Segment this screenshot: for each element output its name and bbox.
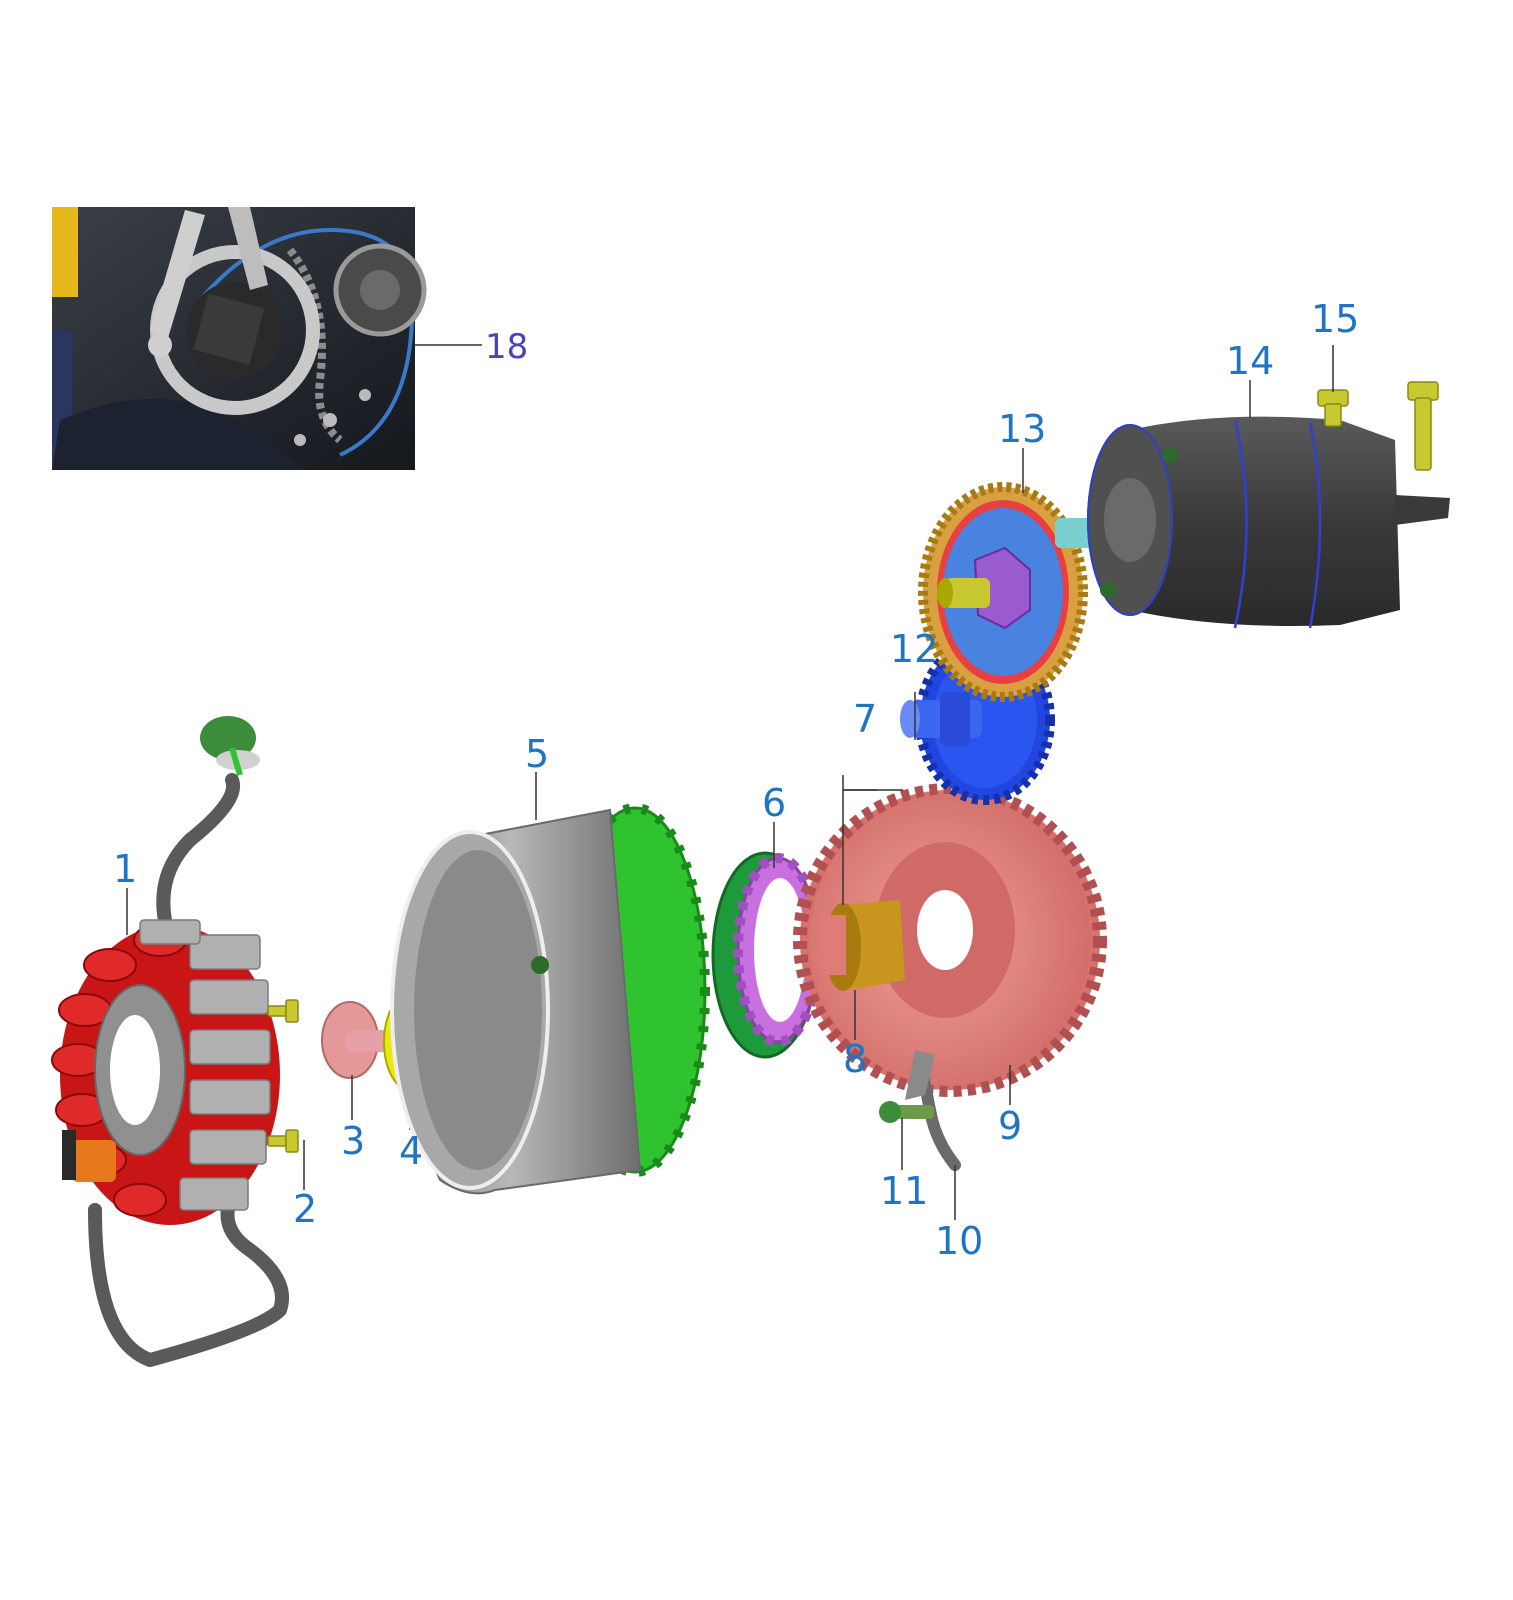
callout-1: 1 — [113, 847, 138, 891]
callout-7: 7 — [853, 697, 878, 741]
callout-11: 11 — [880, 1169, 929, 1213]
callout-15: 15 — [1311, 297, 1360, 341]
callout-14: 14 — [1226, 339, 1275, 383]
callout-5: 5 — [525, 732, 550, 776]
callout-13: 13 — [998, 407, 1047, 451]
stator — [51, 716, 289, 1367]
callout-10: 10 — [935, 1219, 984, 1263]
driven-gear — [793, 783, 1107, 1097]
callout-3: 3 — [341, 1119, 366, 1163]
callout-8: 8 — [843, 1037, 868, 1081]
callout-6: 6 — [762, 781, 787, 825]
starter-gear — [918, 482, 1088, 702]
callout-2: 2 — [293, 1187, 318, 1231]
leader-7 — [842, 775, 877, 791]
inset-photo — [52, 207, 427, 470]
stator-screws — [267, 999, 299, 1153]
callout-9: 9 — [998, 1104, 1023, 1148]
callout-12: 12 — [890, 627, 939, 671]
starter-motor — [1055, 416, 1450, 629]
callout-18: 18 — [485, 327, 529, 367]
flywheel — [390, 803, 710, 1195]
plate-bolt — [879, 1101, 934, 1123]
starter-bolts — [1317, 381, 1439, 471]
callout-4: 4 — [399, 1129, 424, 1173]
